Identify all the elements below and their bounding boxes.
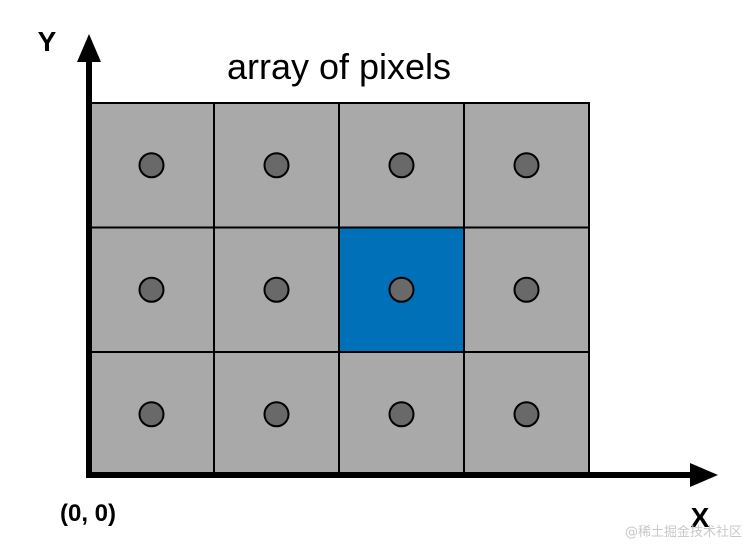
pixel-center-dot: [138, 276, 165, 303]
y-axis-label: Y: [38, 26, 57, 57]
pixel-center-dot: [263, 152, 290, 179]
pixel-center-dot: [263, 401, 290, 428]
pixel-center-dot: [138, 401, 165, 428]
pixel-center-dot: [388, 276, 415, 303]
watermark: @稀土掘金技术社区: [625, 524, 742, 540]
pixel-center-dot: [513, 276, 540, 303]
y-axis-arrowhead: [77, 34, 101, 62]
x-axis-label: X: [691, 502, 710, 533]
pixel-center-dot: [513, 401, 540, 428]
pixel-center-dot: [388, 152, 415, 179]
pixel-center-dot: [388, 401, 415, 428]
pixel-cell: [463, 226, 590, 353]
axes: [77, 34, 718, 487]
origin-label: (0, 0): [60, 500, 116, 527]
pixel-center-dot: [513, 152, 540, 179]
x-axis-arrowhead: [690, 463, 718, 487]
pixel-grid: [88, 102, 590, 478]
diagram-title: array of pixels: [227, 46, 451, 87]
pixel-center-dot: [263, 276, 290, 303]
pixel-center-dot: [138, 152, 165, 179]
